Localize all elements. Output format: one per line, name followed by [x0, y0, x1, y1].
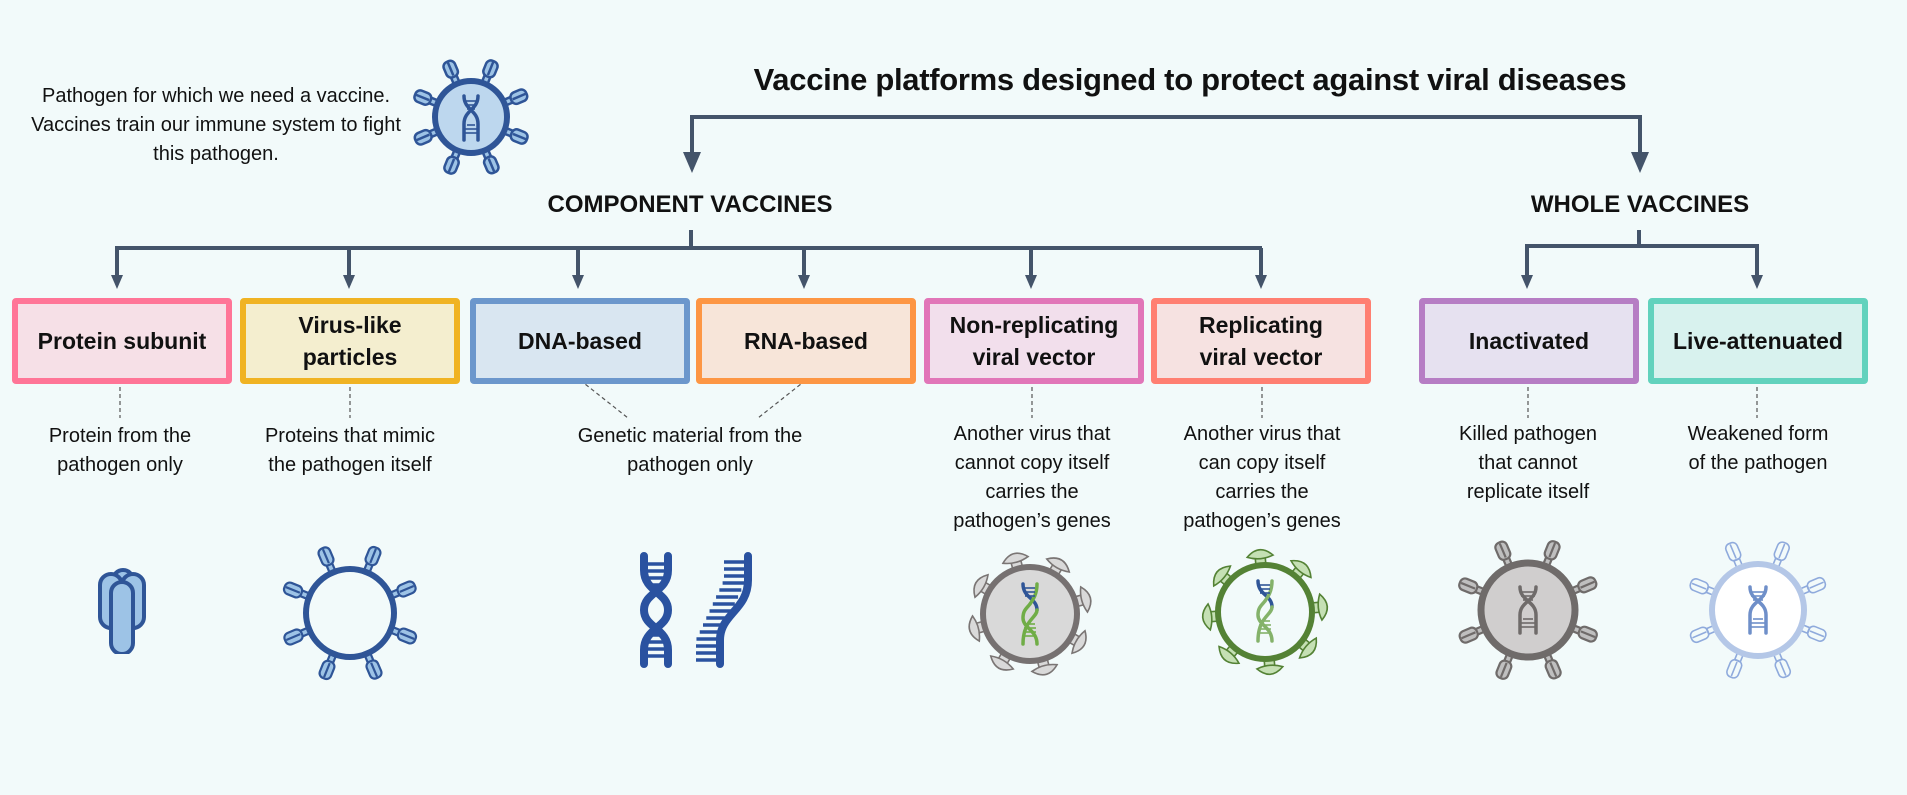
arrowhead [798, 275, 810, 289]
arrowhead [1751, 275, 1763, 289]
desc-protein-subunit: Protein from the pathogen only [48, 425, 192, 476]
spike [1541, 648, 1562, 680]
arrowhead [343, 275, 355, 289]
leader-line [579, 379, 629, 419]
platform-box-replicating-viral-vector: Replicating viral vector [1151, 298, 1371, 384]
spike [1796, 622, 1827, 642]
live-attenuated-virus-icon [1689, 541, 1827, 679]
platform-label: DNA-based [518, 328, 642, 354]
spike [413, 125, 443, 146]
platform-box-non-replicating-viral-vector: Non-replicating viral vector [924, 298, 1144, 384]
arrowhead [683, 152, 701, 173]
spike [317, 546, 338, 577]
platform-label: Protein subunit [37, 328, 207, 354]
virus-like-particle-icon [282, 545, 418, 681]
spike [1770, 541, 1790, 572]
diagram-title: Vaccine platforms designed to protect ag… [753, 62, 1627, 97]
arrowhead [1521, 275, 1533, 289]
intro-text: Pathogen for which we need a vaccine. Va… [31, 85, 401, 165]
dna-icon [639, 552, 673, 668]
protein-subunit-icon [98, 568, 146, 654]
inactivated-virus-icon [1458, 540, 1598, 680]
arrowhead [111, 275, 123, 289]
platform-label: RNA-based [744, 328, 868, 354]
non-replicating-vector-icon [968, 552, 1092, 676]
platform-label: Live-attenuated [1673, 328, 1843, 354]
desc-inactivated: Killed pathogen that cannot replicate it… [1459, 423, 1597, 503]
desc-non-replicating: Another virus that cannot copy itself ca… [953, 423, 1111, 532]
desc-replicating: Another virus that can copy itself carri… [1183, 423, 1341, 532]
pathogen-virus-icon [413, 59, 529, 175]
rna-icon [696, 552, 752, 668]
arrowhead [572, 275, 584, 289]
platform-label: Inactivated [1468, 328, 1590, 354]
platform-label: Non-replicating viral vector [949, 312, 1119, 370]
desc-virus-like-particles: Proteins that mimic the pathogen itself [264, 425, 436, 476]
spike [1494, 540, 1515, 572]
replicating-vector-icon [1201, 548, 1329, 676]
platform-box-protein-subunit: Protein subunit [12, 298, 232, 384]
arrowhead [1631, 152, 1649, 173]
desc-live-attenuated: Weakened form of the pathogen [1687, 423, 1829, 474]
dna-rna-icon [639, 552, 752, 668]
group-title-component: COMPONENT VACCINES [547, 191, 833, 218]
platform-box-rna-based: RNA-based [696, 298, 916, 384]
arrowhead [1255, 275, 1267, 289]
platform-label: Virus-like particles [298, 312, 402, 370]
leader-line [757, 379, 807, 419]
platform-box-virus-like-particles: Virus-like particles [240, 298, 460, 384]
whole-bar [1525, 244, 1759, 275]
platform-box-live-attenuated: Live-attenuated [1648, 298, 1868, 384]
platform-box-dna-based: DNA-based [470, 298, 690, 384]
platform-label: Replicating viral vector [1199, 312, 1323, 370]
platform-box-inactivated: Inactivated [1419, 298, 1639, 384]
group-title-whole: WHOLE VACCINES [1530, 191, 1750, 218]
arrowhead [1025, 275, 1037, 289]
desc-genetic-material: Genetic material from the pathogen only [577, 425, 803, 476]
top-bracket-line [690, 115, 1642, 152]
